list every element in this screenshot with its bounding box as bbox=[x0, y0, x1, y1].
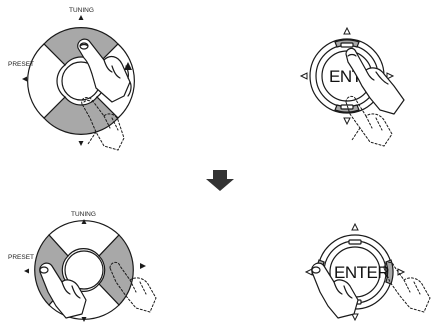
cross-pad-bottom: TUNING PRESET bbox=[8, 211, 157, 322]
triangle-arrow-icon bbox=[81, 317, 87, 322]
hand-pointer-icon bbox=[311, 262, 359, 319]
pad-center bbox=[64, 250, 104, 290]
hand-pointer-icon bbox=[345, 47, 405, 115]
pad-segment-right bbox=[98, 234, 134, 306]
hand-pointer-icon bbox=[81, 96, 125, 151]
triangle-arrow-icon bbox=[386, 72, 395, 80]
enter-dial-top: ENTER bbox=[299, 26, 405, 147]
triangle-arrow-icon bbox=[343, 117, 351, 126]
preset-label: PRESET bbox=[8, 61, 34, 68]
tuning-label: TUNING bbox=[69, 7, 94, 14]
hand-pointer-icon bbox=[39, 262, 87, 319]
hand-pointer-icon bbox=[77, 38, 131, 103]
preset-label: PRESET bbox=[8, 254, 34, 261]
triangle-arrow-icon bbox=[304, 268, 313, 276]
triangle-arrow-icon bbox=[299, 72, 308, 80]
pad-segment-left bbox=[27, 43, 66, 119]
cross-pad-top: TUNING PRESET bbox=[8, 7, 135, 151]
hand-pointer-icon bbox=[383, 261, 431, 313]
triangle-arrow-icon bbox=[343, 26, 351, 35]
triangle-arrow-icon bbox=[78, 15, 84, 20]
triangle-arrow-icon bbox=[351, 313, 359, 322]
triangle-arrow-icon bbox=[24, 268, 29, 274]
triangle-arrow-icon bbox=[81, 219, 87, 224]
down-arrow-icon bbox=[206, 170, 234, 191]
triangle-arrow-icon bbox=[78, 141, 84, 146]
triangle-arrow-icon bbox=[351, 222, 359, 231]
pad-segment-down bbox=[43, 96, 119, 135]
hand-pointer-icon bbox=[345, 95, 393, 147]
enter-dial-bottom: ENTER bbox=[304, 222, 431, 322]
triangle-arrow-icon bbox=[22, 76, 27, 82]
enter-label: ENTER bbox=[334, 263, 389, 282]
tuning-label: TUNING bbox=[71, 211, 96, 218]
hand-pointer-icon bbox=[109, 261, 157, 313]
triangle-arrow-icon bbox=[397, 268, 406, 276]
